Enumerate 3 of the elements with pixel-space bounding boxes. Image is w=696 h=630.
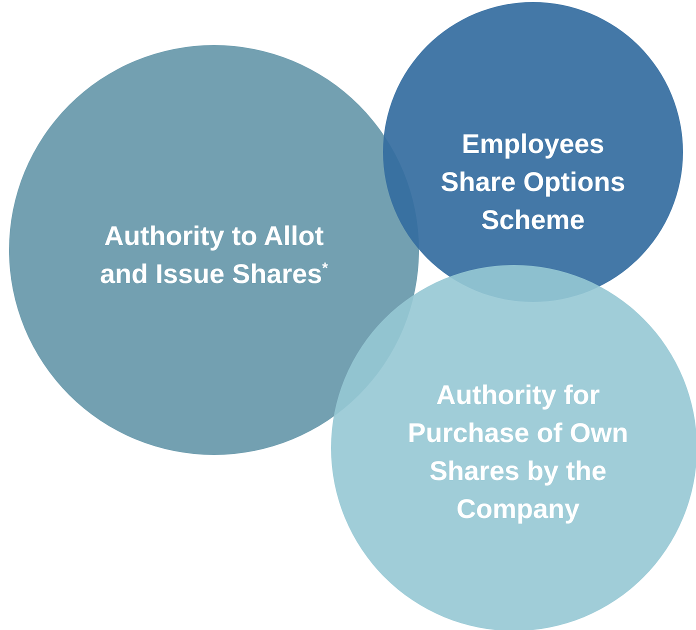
circle-label: Employees Share Options Scheme	[440, 128, 626, 237]
circle-label: Authority for Purchase of Own Shares by the Company	[406, 379, 630, 526]
circle-label: Authority to Allot and Issue Shares$^{*}$	[99, 220, 329, 291]
